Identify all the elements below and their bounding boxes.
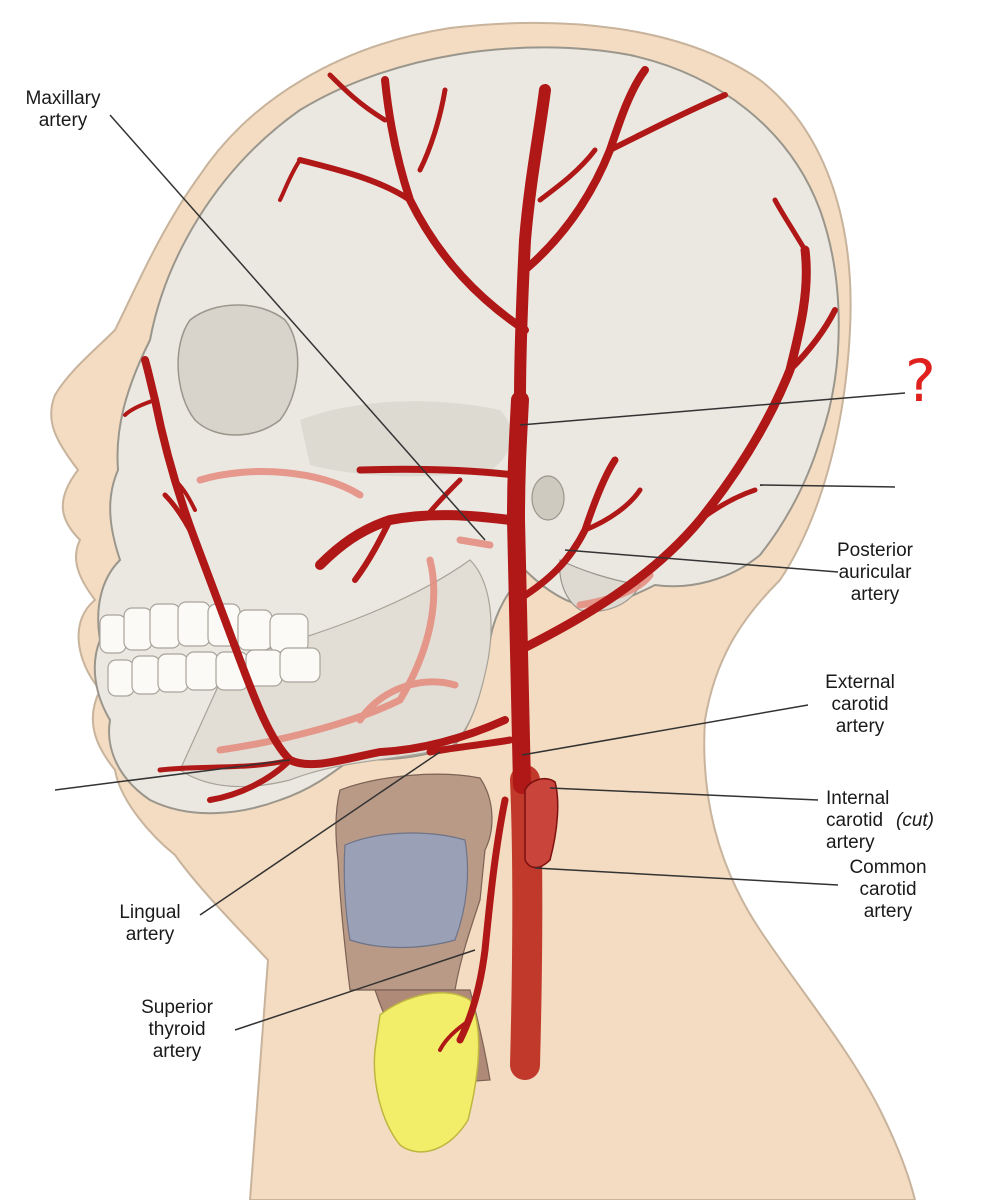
ear-canal	[531, 475, 565, 521]
cricoid-cartilage	[343, 832, 469, 949]
internal-carotid-cut-stump	[524, 778, 559, 869]
label-lingual-artery: Lingual artery	[119, 902, 181, 945]
leader-posterior-auricular	[564, 549, 839, 573]
label-superior-thyroid-artery: Superior thyroid artery	[141, 997, 213, 1062]
superficial-temporal-vessel	[514, 84, 551, 406]
leader-superior-thyroid	[234, 949, 476, 1031]
facial-vessel	[141, 356, 509, 769]
label-leader-lines	[54, 114, 906, 1031]
leader-question	[519, 392, 906, 426]
lingual-vessel	[426, 736, 514, 756]
leader-unlabeled-occipital	[759, 484, 896, 488]
label-external-carotid-artery: External carotid artery	[825, 672, 895, 737]
occipital-vessel	[515, 245, 811, 655]
leader-common-carotid	[534, 867, 839, 886]
label-maxillary-artery: Maxillary artery	[25, 88, 101, 131]
leader-external-carotid	[521, 704, 809, 756]
leader-unlabeled-facial	[54, 759, 291, 791]
label-internal-carotid-text: Internal carotid artery	[826, 788, 890, 853]
label-posterior-auricular-artery: Posterior auricular artery	[836, 540, 914, 605]
mandible	[179, 559, 492, 788]
facial-artery-course	[196, 468, 654, 754]
label-internal-carotid-cut: (cut)	[896, 810, 934, 831]
external-carotid-vessel	[507, 391, 531, 794]
zygomatic-shadow	[300, 401, 511, 477]
label-common-carotid-artery: Common carotid artery	[849, 857, 927, 922]
handwritten-question-mark-icon: ?	[905, 347, 936, 415]
label-internal-carotid-artery: Internal carotid artery (cut)	[826, 766, 966, 854]
leader-lingual	[199, 751, 441, 916]
eye-orbit	[177, 304, 299, 436]
leader-internal-carotid	[549, 787, 819, 801]
superior-thyroid-vessel	[456, 796, 509, 1044]
thyroid-gland	[373, 992, 480, 1153]
leader-maxillary	[109, 114, 486, 541]
